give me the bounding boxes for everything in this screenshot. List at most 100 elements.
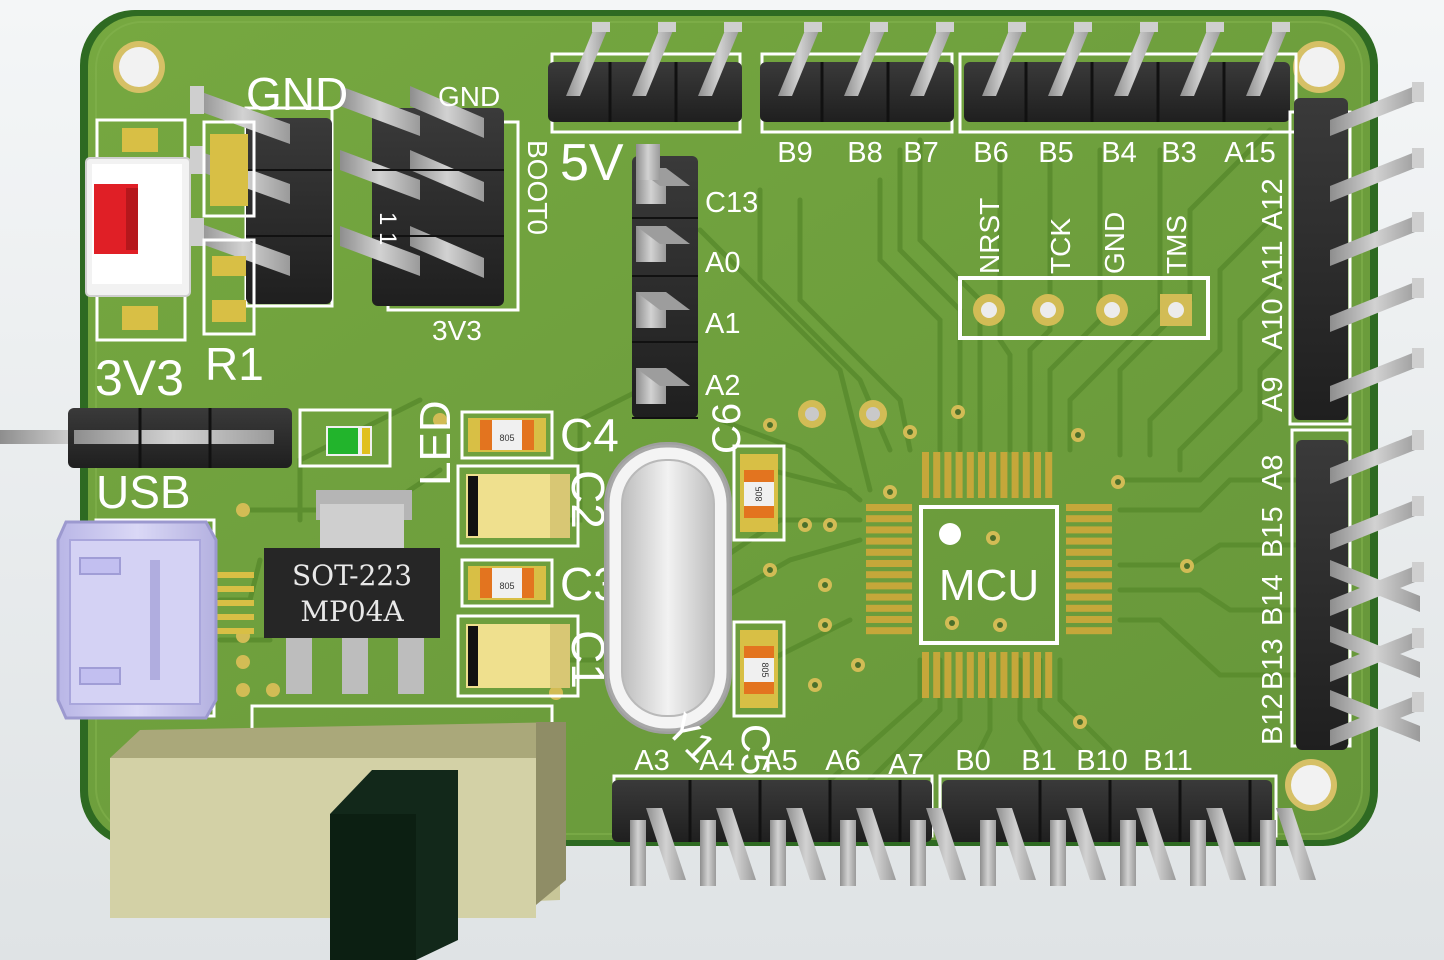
mcu-pin [1066, 526, 1112, 534]
header-housing [246, 118, 332, 304]
mcu-pin [1022, 652, 1030, 698]
header-pin [698, 28, 740, 96]
mcu-pin [1011, 652, 1019, 698]
mcu-pin [944, 652, 952, 698]
header-pin-tip [870, 22, 888, 32]
bottom-label-b11: B11 [1143, 745, 1192, 777]
mcu-pin [866, 627, 912, 635]
power-slide-switch [110, 704, 566, 960]
label-usb: USB [96, 466, 191, 518]
header-pin [840, 820, 856, 886]
analog-pin-header [632, 144, 698, 419]
c5-size-marking: 805 [760, 662, 770, 677]
header-pin [632, 28, 674, 96]
mcu-pin [989, 452, 997, 498]
label-boot1-partial: 1 1 [374, 212, 401, 245]
top-label-a15: A15 [1224, 137, 1276, 169]
right-label-a8: A8 [1257, 455, 1289, 490]
mcu-pin [866, 571, 912, 579]
label-3v3-large: 3V3 [95, 350, 184, 406]
header-pin [910, 28, 952, 96]
swd-label-tck: TCK [1045, 218, 1076, 274]
label-5v: 5V [560, 134, 624, 192]
mcu-chip: MCU [866, 452, 1112, 698]
header-pin-tip [1412, 148, 1424, 168]
crystal-oscillator [604, 442, 732, 734]
header-pin [1190, 820, 1206, 886]
header-pin [926, 808, 966, 880]
header-pin [1246, 28, 1288, 96]
label-gnd-large: GND [246, 68, 348, 120]
header-pin [340, 150, 420, 200]
right-label-a9: A9 [1257, 377, 1289, 412]
mcu-pin [1045, 452, 1053, 498]
header-pin-tip [658, 22, 676, 32]
mcu-pin [1066, 616, 1112, 623]
label-led: LED [411, 400, 460, 486]
bottom-pin-header [612, 774, 1316, 886]
right-label-a12: A12 [1257, 178, 1289, 230]
mcu-pin [1066, 548, 1112, 556]
header-pin [1276, 808, 1316, 880]
header-pin [1066, 808, 1106, 880]
header-pin-tip [592, 22, 610, 32]
label-c4: C4 [560, 409, 619, 461]
bottom-label-b10: B10 [1076, 745, 1128, 777]
right-pin-header [1288, 82, 1424, 750]
header-pin-shade [636, 368, 690, 386]
label-gnd-small: GND [438, 81, 500, 112]
mcu-pin [866, 616, 912, 623]
mcu-pin [1066, 593, 1112, 601]
header-pin-tip [1412, 496, 1424, 516]
bottom-label-a5: A5 [762, 745, 797, 777]
capacitor-c4: 805 [460, 410, 554, 460]
mcu-pin [1066, 537, 1112, 545]
header-pin [630, 820, 646, 886]
mcu-pin [933, 652, 941, 698]
capacitor-c2-tantalum [456, 464, 580, 548]
power-header-horizontal [0, 408, 292, 468]
header-pin [1048, 28, 1090, 96]
swd-label-gnd: GND [1099, 212, 1130, 274]
mcu-pin [955, 452, 963, 498]
header-pin [636, 144, 660, 180]
capacitor-c3: 805 [460, 558, 554, 608]
mcu-pin [978, 652, 985, 698]
header-pin-tip [1412, 430, 1424, 450]
header-pin [996, 808, 1036, 880]
mounting-holes [113, 41, 1345, 811]
header-pin-shade [636, 292, 690, 310]
bottom-label-a6: A6 [825, 745, 860, 777]
bottom-label-b0: B0 [955, 745, 990, 777]
header-pin [1330, 280, 1420, 332]
header-pin [1330, 432, 1420, 484]
mcu-pin [1066, 582, 1112, 590]
header-pin-tip [936, 22, 954, 32]
left-label-a2: A2 [705, 370, 740, 402]
voltage-regulator: SOT-223 MP04A [264, 490, 440, 694]
top-label-b7: B7 [903, 137, 938, 169]
top-label-b6: B6 [973, 137, 1008, 169]
crystal-test-pads [798, 400, 887, 428]
swd-label-tms: TMS [1161, 215, 1192, 274]
via-holes [767, 409, 1190, 725]
header-pin-tip [1074, 22, 1092, 32]
regulator-label-package: SOT-223 [292, 559, 412, 592]
header-pin-tip [1412, 278, 1424, 298]
mcu-pin [989, 652, 997, 698]
header-pin [1330, 350, 1420, 402]
header-pin [340, 86, 420, 136]
header-pin [1330, 560, 1420, 612]
mcu-pin [933, 452, 941, 498]
top-label-b4: B4 [1101, 137, 1136, 169]
c4-size-marking: 805 [499, 433, 514, 443]
header-housing [1294, 98, 1348, 420]
header-pin-tip [1206, 22, 1224, 32]
right-label-b14: B14 [1257, 574, 1289, 626]
capacitor-c5: 805 [732, 620, 786, 718]
header-pin [1330, 214, 1420, 266]
header-pin [1330, 150, 1420, 202]
header-pin [410, 226, 484, 278]
header-pin-tip [190, 218, 204, 246]
status-led [298, 408, 392, 468]
